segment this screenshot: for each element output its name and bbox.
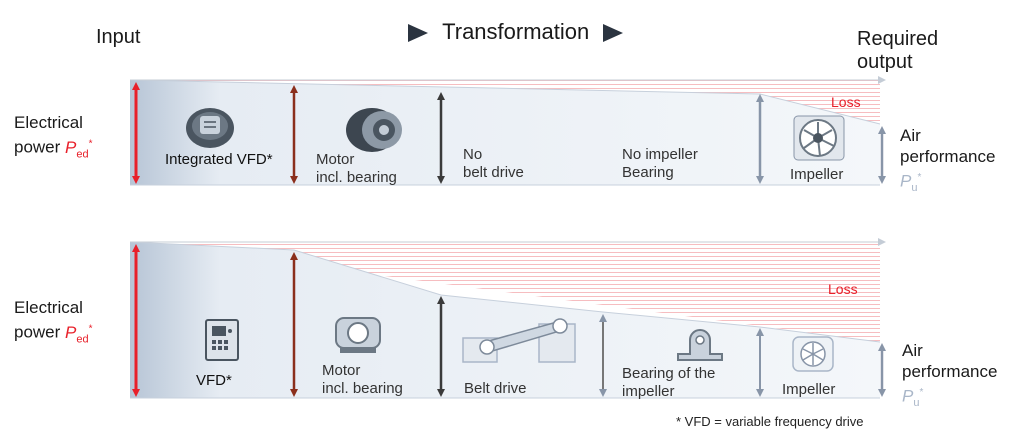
top-input-symbol: Ped*: [65, 137, 93, 161]
bearing-icon: [677, 329, 723, 361]
bottom-stage-3-label: Belt drive: [464, 380, 527, 397]
top-impeller-icon: [793, 115, 845, 161]
top-output-label: Air performance Pu*: [900, 125, 995, 199]
bottom-stage-1-label: VFD*: [196, 372, 232, 389]
top-loss-label: Loss: [831, 94, 861, 110]
top-row-band: [129, 76, 886, 186]
bottom-row-band: [129, 238, 886, 399]
top-input-label: Electrical power Ped*: [14, 113, 93, 161]
bottom-loss-arrowhead: [878, 238, 886, 246]
vfd-cabinet-icon: [205, 319, 239, 361]
bottom-input-label: Electrical power Ped*: [14, 298, 93, 346]
right-triangle-icon: [408, 24, 428, 43]
top-output-symbol: Pu*: [900, 171, 922, 195]
bottom-motor-icon: [335, 317, 381, 353]
footnote: * VFD = variable frequency drive: [676, 414, 864, 429]
bottom-output-label: Air performance Pu*: [902, 340, 997, 414]
transformation-title: Transformation: [442, 19, 590, 44]
bottom-output-symbol: Pu*: [902, 386, 924, 410]
right-triangle-icon: [603, 24, 624, 43]
bottom-input-symbol: Ped*: [65, 322, 93, 346]
top-energy-band: [130, 80, 880, 185]
integrated-vfd-icon: [186, 108, 234, 148]
bottom-impeller-icon: [792, 336, 834, 372]
input-header: Input: [96, 26, 141, 48]
top-stage-1-label: Integrated VFD*: [165, 151, 273, 168]
belt-drive-icon: [462, 318, 576, 363]
top-loss-arrowhead: [878, 76, 886, 84]
required-output-header: Required output: [857, 28, 939, 73]
bottom-loss-label: Loss: [828, 281, 858, 297]
top-stage-5-label: Impeller: [790, 166, 844, 183]
transformation-header: Transformation: [408, 19, 624, 45]
bottom-stage-5-label: Impeller: [782, 381, 836, 398]
top-motor-icon: [346, 108, 402, 152]
